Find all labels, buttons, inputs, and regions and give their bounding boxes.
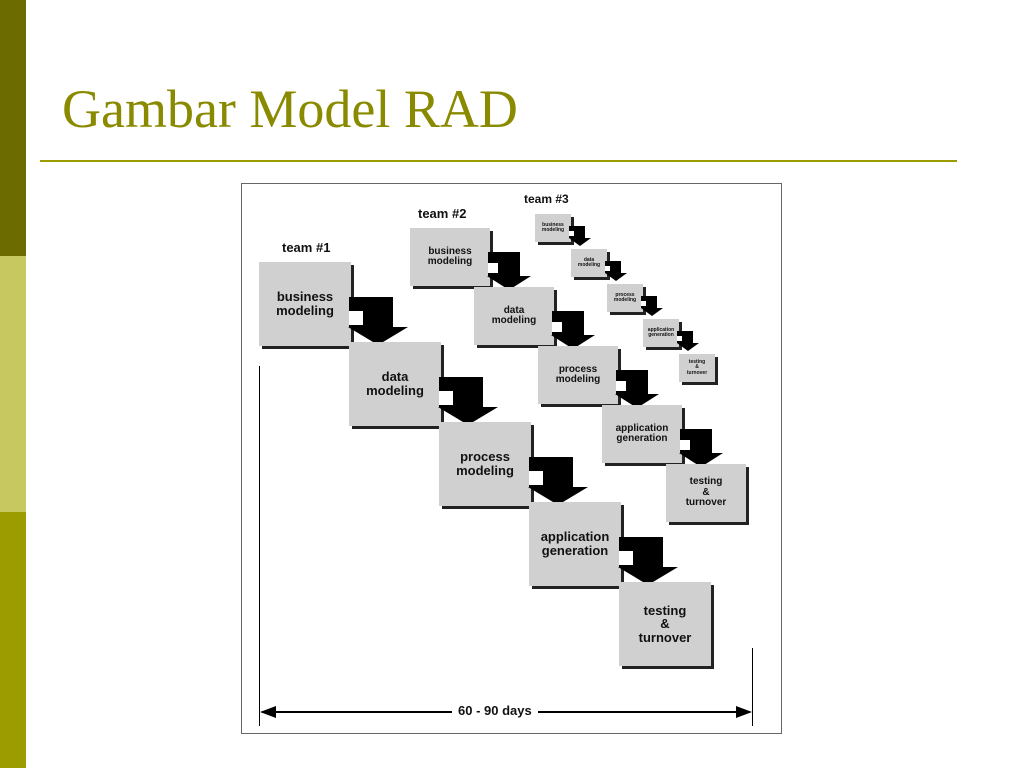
- arrow-left-icon: [260, 706, 276, 718]
- step-label-line: application: [615, 422, 669, 434]
- team-3-label: team #3: [524, 192, 569, 206]
- team-2-label: team #2: [418, 206, 467, 221]
- step-label-line: process: [460, 449, 510, 465]
- step-label-line: application: [647, 326, 675, 333]
- step-label-line: testing: [643, 602, 687, 618]
- duration-label: 60 - 90 days: [452, 703, 538, 718]
- step-label-line: &: [695, 364, 699, 371]
- step-label-line: modeling: [541, 227, 565, 233]
- step-label-line: testing: [689, 476, 723, 488]
- title-divider: [40, 160, 957, 162]
- step-label-line: business: [276, 289, 334, 305]
- team-3-step-5-box: testing&turnover: [679, 354, 715, 382]
- arrow-right-icon: [736, 706, 752, 718]
- accent-band-middle: [0, 256, 26, 512]
- step-label-line: &: [702, 486, 710, 498]
- step-label-line: process: [558, 363, 598, 375]
- step-label-line: turnover: [685, 497, 727, 509]
- step-label-line: generation: [648, 332, 674, 338]
- step-label-line: business: [428, 245, 472, 257]
- step-label-line: modeling: [613, 297, 637, 303]
- step-label-line: data: [503, 304, 525, 316]
- step-label-line: modeling: [276, 303, 334, 318]
- step-label-line: modeling: [555, 374, 601, 385]
- step-label-line: testing: [688, 359, 706, 366]
- step-label-line: modeling: [456, 463, 514, 478]
- step-label-line: &: [660, 616, 670, 632]
- accent-band-top: [0, 0, 26, 256]
- step-label-line: generation: [541, 543, 609, 558]
- accent-band-bottom: [0, 512, 26, 768]
- team-1-label: team #1: [282, 240, 331, 255]
- step-label-line: turnover: [686, 369, 708, 376]
- step-label-line: data: [381, 369, 409, 385]
- timeline-end-line: [752, 648, 753, 726]
- step-label-line: business: [542, 221, 564, 228]
- step-label-line: modeling: [577, 262, 601, 268]
- step-label-line: modeling: [491, 315, 537, 326]
- step-label-line: modeling: [366, 383, 424, 398]
- step-label-line: turnover: [638, 629, 692, 645]
- step-label-line: application: [540, 529, 610, 545]
- team-1-step-5-box: testing&turnover: [619, 582, 711, 666]
- step-label-line: modeling: [427, 256, 473, 267]
- timeline-start-line: [259, 366, 260, 726]
- step-label-line: data: [583, 256, 595, 263]
- slide-title: Gambar Model RAD: [62, 79, 518, 139]
- step-label-line: process: [615, 291, 635, 298]
- team-2-step-5-box: testing&turnover: [666, 464, 746, 522]
- step-label-line: generation: [616, 433, 668, 444]
